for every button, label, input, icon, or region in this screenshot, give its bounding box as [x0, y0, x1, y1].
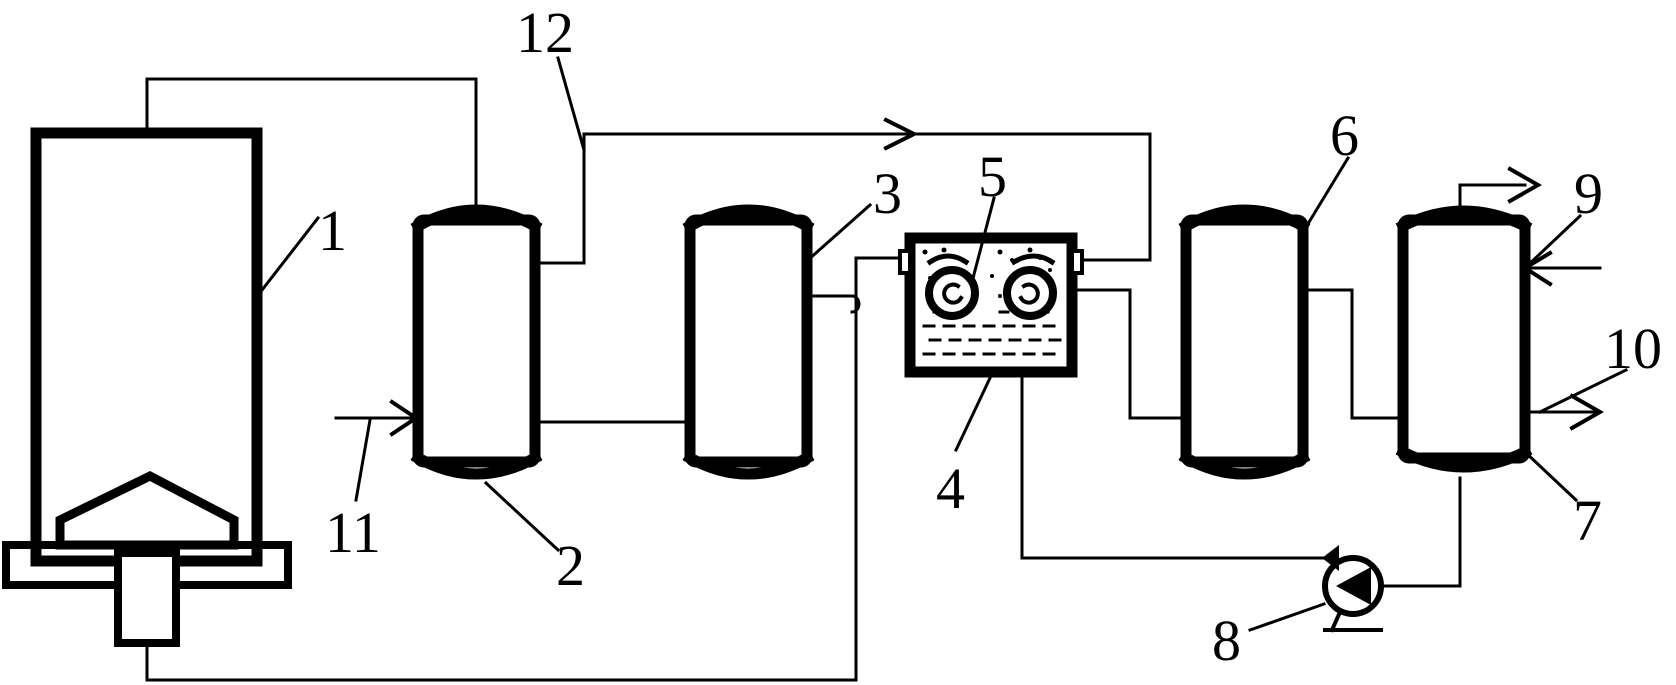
pipe-return-line — [145, 256, 906, 682]
label-5: 5 — [978, 144, 1007, 209]
pump-inlet-arrow-icon — [1322, 545, 1339, 571]
label-4: 4 — [936, 456, 965, 521]
component-8-pump — [1322, 545, 1384, 633]
leader-10 — [1537, 367, 1629, 415]
leader-lines — [259, 56, 1629, 632]
vessel-3-top-head — [682, 204, 815, 234]
pipe-4-to-6 — [1072, 288, 1186, 420]
vessel-2-bottom-head — [410, 450, 543, 480]
label-8: 8 — [1212, 608, 1241, 673]
leader-8 — [1248, 602, 1326, 632]
vessel-7-top-head — [1395, 205, 1533, 234]
pipe-crossover-hop — [850, 294, 861, 314]
rotor-right-arrow-icon — [1018, 282, 1040, 305]
tank-right-nozzle — [1070, 249, 1084, 275]
number-labels: 1 2 3 4 5 6 7 8 9 10 11 12 — [318, 0, 1662, 673]
vessel-6-top-head — [1178, 204, 1311, 234]
leader-2 — [483, 480, 561, 553]
label-9: 9 — [1574, 161, 1603, 226]
rotor-left — [925, 266, 979, 320]
vessel-2-body — [412, 214, 541, 468]
pipe-1-to-2 — [145, 77, 478, 212]
arrow-top-line-icon — [883, 117, 919, 151]
vessel-7-body — [1397, 214, 1531, 464]
leader-3 — [805, 202, 873, 263]
mixing-tank-body — [904, 232, 1078, 378]
pipe-6-to-7 — [1301, 288, 1405, 420]
leader-6 — [1300, 155, 1351, 235]
label-11: 11 — [325, 500, 381, 565]
leader-5 — [970, 196, 996, 284]
label-2: 2 — [556, 533, 585, 598]
vessel-3-bottom-head — [682, 450, 815, 480]
leader-12 — [556, 56, 586, 152]
reactor-body — [30, 127, 263, 567]
pipe-7-top-outlet — [1458, 183, 1527, 212]
arrow-10-icon — [1569, 393, 1605, 431]
rotor-right-swirl-icon — [1010, 253, 1056, 266]
pump-feet — [1329, 609, 1343, 633]
pump-triangle-icon — [1336, 567, 1371, 605]
vessel-2-top-head — [410, 204, 543, 234]
component-6-vessel — [1178, 204, 1311, 480]
leader-7 — [1522, 449, 1579, 503]
leader-4 — [954, 376, 992, 452]
component-3-vessel — [682, 204, 815, 480]
label-10: 10 — [1604, 316, 1662, 381]
component-1-reactor — [2, 127, 292, 647]
vessel-6-bottom-head — [1178, 450, 1311, 480]
pipe-4-to-pump — [1020, 370, 1329, 560]
leader-9 — [1522, 213, 1583, 271]
label-3: 3 — [873, 161, 902, 226]
arrow-7-top-icon — [1507, 166, 1543, 204]
label-12: 12 — [516, 0, 574, 65]
leader-11 — [354, 418, 372, 502]
label-7: 7 — [1573, 488, 1602, 553]
vessel-7-bottom-head — [1395, 444, 1533, 473]
rotor-left-swirl-icon — [926, 253, 970, 266]
component-4-mixing-tank — [898, 232, 1084, 378]
pipe-7-to-pump — [1379, 476, 1462, 588]
reactor-cone — [55, 470, 239, 550]
vessel-3-body — [684, 214, 813, 468]
rotor-right — [1003, 266, 1057, 320]
component-2-vessel — [410, 204, 543, 480]
rotor-left-arrow-icon — [942, 282, 964, 305]
reactor-outlet-box — [114, 549, 180, 647]
pipe-12-line — [533, 132, 1152, 265]
component-7-vessel — [1395, 205, 1533, 473]
piping — [145, 77, 1602, 682]
tank-left-nozzle — [898, 249, 912, 275]
leader-1 — [259, 215, 321, 293]
label-1: 1 — [318, 198, 347, 263]
component-5-rotors — [925, 253, 1057, 320]
label-6: 6 — [1330, 103, 1359, 168]
vessel-6-body — [1180, 214, 1309, 468]
